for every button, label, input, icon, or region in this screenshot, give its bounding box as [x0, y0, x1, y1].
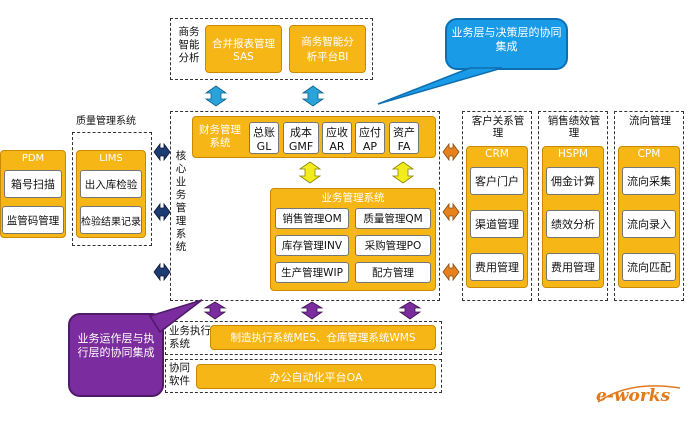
- cpm-item-match[interactable]: 流向匹配: [622, 253, 676, 281]
- lims-item-inout[interactable]: 出入库检验: [80, 170, 142, 198]
- bi-section-label: 商务智能分析: [178, 26, 200, 64]
- arrow-core-exec-1: [203, 301, 227, 320]
- finance-gmf[interactable]: 成本GMF: [283, 122, 319, 154]
- ework-swoosh: [597, 385, 681, 403]
- finance-fa[interactable]: 资产FA: [389, 122, 419, 154]
- arrow-quality-core-3: [153, 262, 171, 282]
- cpm-label: 流向管理: [629, 115, 671, 127]
- business-qm[interactable]: 质量管理QM: [355, 208, 431, 229]
- finance-title: 财务管理系统: [199, 124, 241, 149]
- crm-item-portal[interactable]: 客户门户: [470, 167, 524, 195]
- collab-content[interactable]: 办公自动化平台OA: [196, 364, 436, 389]
- business-inv[interactable]: 库存管理INV: [275, 235, 349, 256]
- lims-item-result[interactable]: 检验结果记录: [80, 206, 142, 234]
- hspm-item-commission[interactable]: 佣金计算: [546, 167, 600, 195]
- crm-item-channel[interactable]: 渠道管理: [470, 210, 524, 238]
- pdm-title: PDM: [21, 152, 45, 164]
- execution-content[interactable]: 制造执行系统MES、仓库管理系统WMS: [210, 325, 436, 350]
- finance-ap[interactable]: 应付AP: [355, 122, 385, 154]
- bi-box-bi-label: 商务智能分析平台BI: [301, 36, 354, 63]
- callout-bottom-tail: [148, 299, 203, 334]
- callout-top: [445, 18, 568, 70]
- arrow-core-exec-2: [300, 301, 324, 320]
- collab-box: [165, 359, 442, 393]
- core-box: [170, 111, 440, 301]
- hspm-item-perf[interactable]: 绩效分析: [546, 210, 600, 238]
- bi-box-sas-label: 合并报表管理SAS: [212, 37, 275, 63]
- cpm-title: CPM: [637, 148, 661, 160]
- arrow-core-crm-2: [442, 202, 460, 222]
- arrow-core-exec-3: [398, 301, 422, 320]
- bi-box-bi[interactable]: [289, 25, 366, 73]
- arrow-quality-core-2: [153, 202, 171, 222]
- crm-item-expense[interactable]: 费用管理: [470, 253, 524, 281]
- hspm-item-expense[interactable]: 费用管理: [546, 253, 600, 281]
- arrow-core-crm-1: [442, 142, 460, 162]
- execution-label: 业务执行系统: [169, 325, 211, 350]
- arrow-bi-core-2: [301, 85, 325, 107]
- callout-top-tail: [377, 67, 503, 105]
- crm-title: CRM: [485, 148, 509, 160]
- arrow-finance-business-1: [298, 161, 322, 184]
- callout-top-text: 业务层与决策层的协同集成: [451, 26, 562, 53]
- cpm-box: [614, 111, 684, 301]
- callout-bottom-text: 业务运作层与执行层的协同集成: [77, 332, 155, 359]
- hspm-label: 销售绩效管理: [547, 115, 601, 139]
- business-om[interactable]: 销售管理OM: [275, 208, 349, 229]
- bi-box-sas[interactable]: [205, 25, 282, 73]
- bi-section: [170, 18, 373, 80]
- collab-label: 协同软件: [169, 362, 190, 387]
- execution-box: [165, 321, 442, 355]
- business-po[interactable]: 采购管理PO: [355, 235, 431, 256]
- quality-box: [72, 132, 152, 246]
- crm-box: [462, 111, 532, 301]
- pdm-item-scan[interactable]: 箱号扫描: [4, 170, 62, 198]
- cpm-item-input[interactable]: 流向录入: [622, 210, 676, 238]
- arrow-quality-core-1: [153, 142, 171, 162]
- ework-logo: e-works: [596, 386, 671, 406]
- business-title: 业务管理系统: [321, 191, 385, 204]
- finance-gl[interactable]: 总账GL: [249, 122, 279, 154]
- arrow-core-crm-3: [442, 262, 460, 282]
- core-label: 核心业务管理系统: [175, 150, 187, 253]
- arrow-finance-business-2: [391, 161, 415, 184]
- pdm-item-code[interactable]: 监管码管理: [2, 206, 64, 234]
- hspm-title: HSPM: [558, 148, 588, 160]
- crm-label: 客户关系管理: [471, 115, 525, 139]
- finance-ar[interactable]: 应收AR: [322, 122, 352, 154]
- callout-bottom: [68, 313, 164, 397]
- business-wip[interactable]: 生产管理WIP: [275, 262, 349, 283]
- cpm-item-collect[interactable]: 流向采集: [622, 167, 676, 195]
- quality-label: 质量管理系统: [76, 116, 136, 127]
- arrow-bi-core-1: [204, 85, 228, 107]
- lims-title: LIMS: [99, 152, 123, 164]
- business-formula[interactable]: 配方管理: [355, 262, 431, 283]
- hspm-box: [538, 111, 608, 301]
